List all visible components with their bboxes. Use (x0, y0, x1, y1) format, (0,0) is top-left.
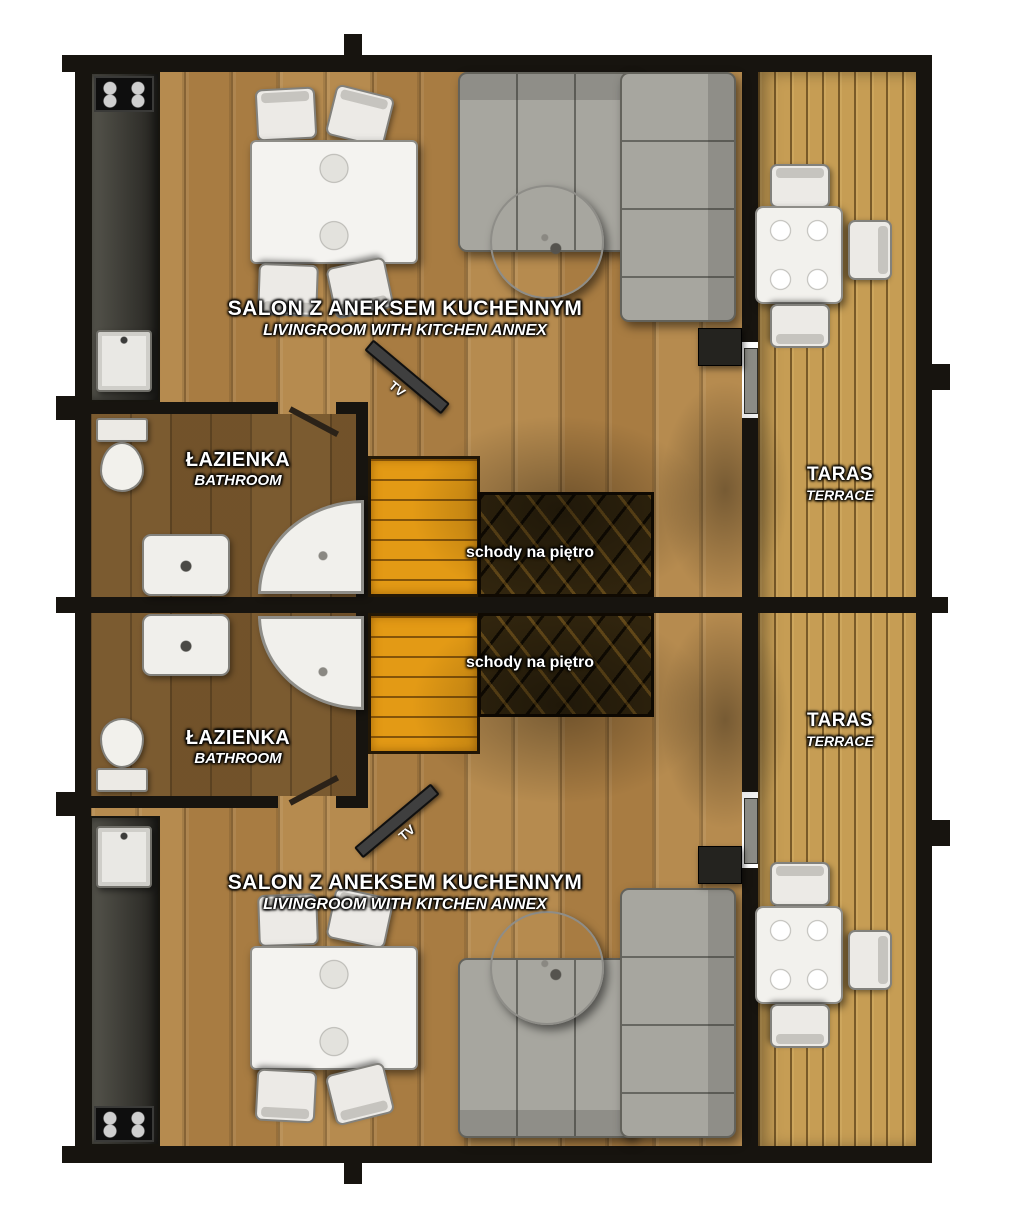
toilet-bowl-top (100, 442, 144, 492)
terrace-name-pl: TARAS (806, 464, 874, 485)
middle-party-wall (56, 597, 948, 613)
bathroom-name-en: BATHROOM (194, 472, 282, 489)
sofa-bottom (458, 958, 636, 1138)
toilet-top (96, 418, 148, 442)
wall-stub (344, 34, 362, 58)
stairs-label-top: schody na piętro (466, 543, 594, 562)
terrace-table-bottom (755, 906, 843, 1004)
coffee-table-bottom (490, 911, 604, 1025)
terrace-chair (848, 220, 892, 280)
terrace-divider-wall (742, 55, 758, 342)
bathroom-name-pl: ŁAZIENKA (185, 449, 291, 471)
dining-table-top (250, 140, 418, 264)
kitchen-sink-top (96, 330, 152, 392)
terrace-label-top: TARAS TERRACE (806, 464, 874, 504)
living-room-name-en: LIVINGROOM WITH KITCHEN ANNEX (263, 322, 547, 340)
terrace-chair (848, 930, 892, 990)
stairs-bottom (368, 613, 480, 754)
stairwell-railing-top (478, 492, 654, 597)
outer-wall-bottom (62, 1146, 932, 1163)
stove-bottom (94, 1106, 154, 1142)
wall-stub (930, 820, 950, 846)
dining-chair (254, 86, 318, 142)
stairs-text: schody na piętro (465, 654, 595, 671)
shower-top (258, 500, 364, 594)
side-table-bottom (698, 846, 742, 884)
toilet-bowl-bottom (100, 718, 144, 768)
stairs-top (368, 456, 480, 597)
terrace-chair (770, 304, 830, 348)
terrace-sliding-door-top (744, 348, 758, 414)
terrace-sliding-door-bottom (744, 798, 758, 864)
stairs-text: schody na piętro (465, 544, 595, 561)
stove-top (94, 76, 154, 112)
terrace-divider-wall (742, 418, 758, 597)
living-room-label-bottom: SALON Z ANEKSEM KUCHENNYM LIVINGROOM WIT… (228, 870, 583, 914)
terrace-name-en: TERRACE (806, 732, 874, 749)
bathroom-label-top: ŁAZIENKA BATHROOM (186, 448, 290, 490)
bathroom-name-en: BATHROOM (194, 750, 282, 767)
wall-stub (930, 364, 950, 390)
kitchen-sink-bottom (96, 826, 152, 888)
washbasin-bottom (142, 614, 230, 676)
terrace-table-top (755, 206, 843, 304)
terrace-divider-wall (742, 613, 758, 792)
wall-stub (56, 396, 78, 420)
stairwell-railing-bottom (478, 613, 654, 717)
terrace-divider-wall (742, 868, 758, 1163)
terrace-name-pl: TARAS (806, 710, 874, 731)
outer-wall-top (62, 55, 932, 72)
bathroom-wall-bottom (90, 796, 278, 808)
coffee-table-top (490, 185, 604, 299)
stairs-label-bottom: schody na piętro (466, 653, 594, 672)
living-room-name-en: LIVINGROOM WITH KITCHEN ANNEX (263, 896, 547, 914)
wall-stub (344, 1160, 362, 1184)
terrace-name-en: TERRACE (806, 486, 874, 503)
bathroom-label-bottom: ŁAZIENKA BATHROOM (186, 726, 290, 768)
living-room-name-pl: SALON Z ANEKSEM KUCHENNYM (227, 871, 583, 894)
sofa-chaise-top (620, 72, 736, 322)
terrace-chair (770, 862, 830, 906)
living-room-label-top: SALON Z ANEKSEM KUCHENNYM LIVINGROOM WIT… (228, 296, 583, 340)
living-room-name-pl: SALON Z ANEKSEM KUCHENNYM (227, 297, 583, 320)
bathroom-name-pl: ŁAZIENKA (185, 727, 291, 749)
dining-table-bottom (250, 946, 418, 1070)
dining-chair (254, 1068, 318, 1124)
sofa-chaise-bottom (620, 888, 736, 1138)
side-table-top (698, 328, 742, 366)
bathroom-wall-top (90, 402, 278, 414)
terrace-chair (770, 1004, 830, 1048)
wall-stub (56, 792, 78, 816)
terrace-chair (770, 164, 830, 208)
toilet-bottom (96, 768, 148, 792)
washbasin-top (142, 534, 230, 596)
terrace-label-bottom: TARAS TERRACE (806, 710, 874, 750)
